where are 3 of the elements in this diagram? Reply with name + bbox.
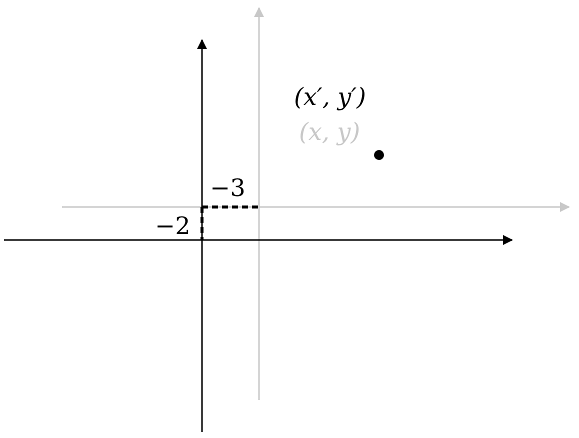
offset-label: −2 bbox=[155, 214, 190, 238]
coordinate-label: (x′, y′) bbox=[294, 85, 366, 109]
offset-label: −3 bbox=[210, 176, 246, 200]
